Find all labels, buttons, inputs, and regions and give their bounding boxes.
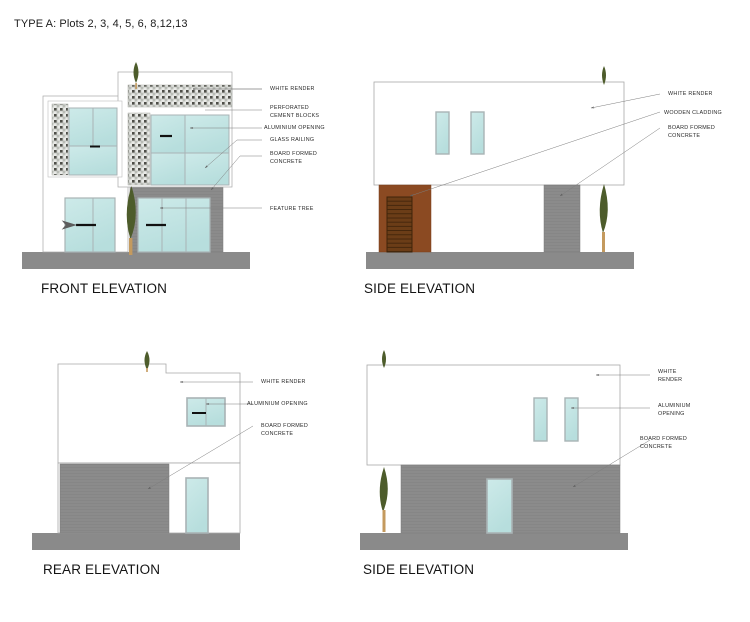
side-top-leader-white-render [590,93,661,109]
annotation-side-top-board-formed-concrete: BOARD FORMED CONCRETE [668,125,716,140]
annotation-rear-aluminium-opening: ALUMINIUM OPENING [247,401,308,407]
side-top-render-wall [373,81,625,186]
front-upper-window-right [184,114,230,154]
annotation-front-glass-railing: GLASS RAILING [270,137,315,143]
front-leader-glass-railing [204,139,262,169]
annotation-front-feature-tree: FEATURE TREE [270,206,314,212]
side-top-feature-tree [599,66,608,252]
annotation-side-bottom-board-formed-concrete: BOARD FORMED CONCRETE [640,436,688,451]
front-upper-window-lowright [184,152,230,186]
side-top-window-left [435,111,450,155]
sheet-title: TYPE A: Plots 2, 3, 4, 5, 6, 8,12,13 [14,18,188,30]
side-top-concrete-pier [543,184,581,253]
annotation-rear-white-render: WHITE RENDER [261,379,306,385]
annotation-side-top-white-render: WHITE RENDER [668,91,713,97]
side-bottom-render-wall [366,364,621,466]
rear-elevation-graphic [32,351,254,550]
side-top-plinth [366,252,634,269]
rear-plinth [32,533,240,550]
annotation-front-perforated-cement-blocks: PERFORATED CEMENT BLOCKS [270,105,320,120]
front-upper-perforated-band [127,84,233,108]
front-feature-tree-upper [133,62,139,89]
front-upper-perforated-strip [127,112,151,186]
side-bottom-elevation-graphic [360,350,651,550]
annotation-side-top-wooden-cladding: WOODEN CLADDING [664,110,722,116]
side-top-window-right [470,111,485,155]
caption-rear-elevation: REAR ELEVATION [43,562,161,577]
annotation-rear-board-formed-concrete: BOARD FORMED CONCRETE [261,423,309,438]
side-top-leader-board-formed [559,127,661,197]
side-bottom-window-left [533,397,548,442]
side-bottom-leader-board-formed [572,439,651,488]
side-bottom-window-right [564,397,579,442]
annotation-side-bottom-white-render: WHITE RENDER [658,369,683,384]
rear-leader-board-formed [147,425,254,490]
annotation-front-white-render: WHITE RENDER [270,86,315,92]
side-bottom-feature-tree [379,350,388,532]
front-left-perforated-panel [51,103,69,176]
caption-side-elevation-top: SIDE ELEVATION [364,281,476,296]
rear-concrete-band [59,463,170,534]
front-elevation-graphic [22,62,262,269]
front-plinth [22,252,250,269]
front-left-window-lower [68,145,118,176]
annotation-front-board-formed-concrete: BOARD FORMED CONCRETE [270,151,318,166]
front-feature-tree-main [126,186,136,255]
annotation-front-aluminium-opening: ALUMINIUM OPENING [264,125,325,131]
caption-front-elevation: FRONT ELEVATION [41,281,168,296]
rear-window-lower [185,477,209,534]
front-leader-board-formed [210,155,262,191]
front-upper-window-left [150,114,186,154]
caption-side-elevation-bottom: SIDE ELEVATION [363,562,475,577]
side-bottom-window-ground [486,478,513,534]
side-top-wooden-door [386,196,413,253]
side-top-leader-wooden-cladding [409,111,661,197]
front-upper-window-lowleft [150,152,186,186]
side-top-elevation-graphic [366,66,661,269]
annotation-side-bottom-aluminium-opening: ALUMINIUM OPENING [658,403,691,418]
side-bottom-plinth [360,533,628,550]
rear-feature-tree [144,351,150,372]
